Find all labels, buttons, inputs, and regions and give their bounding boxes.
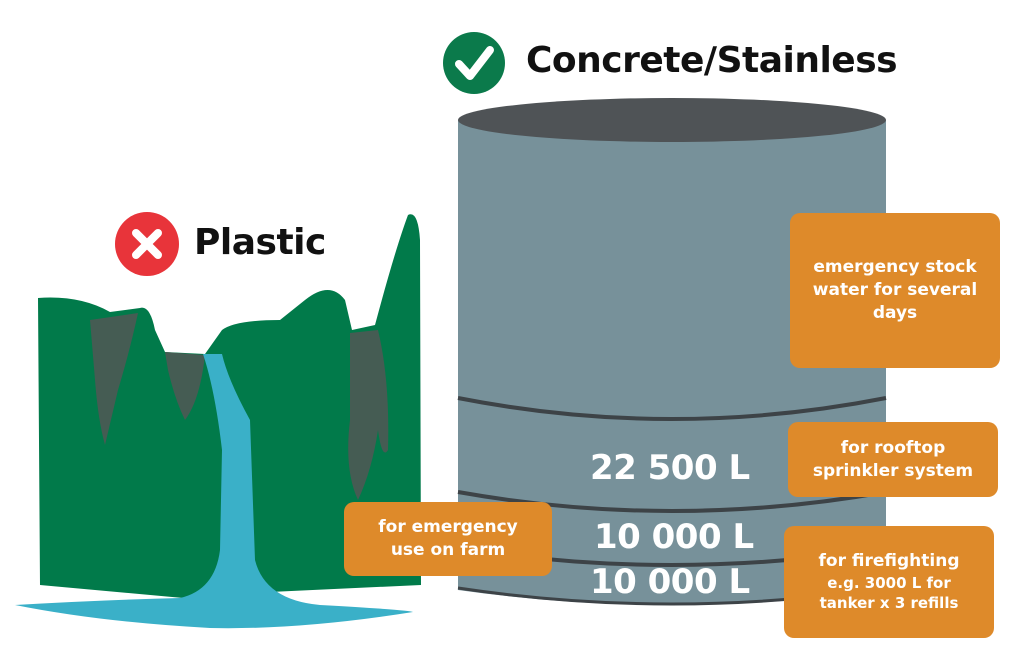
volume-10000-upper: 10 000 L — [594, 517, 754, 557]
label-line: tanker x 3 refills — [819, 594, 959, 613]
concrete-tank — [457, 98, 887, 606]
concrete-stainless-heading: Concrete/Stainless — [526, 40, 898, 81]
volume-22500: 22 500 L — [590, 448, 750, 488]
plastic-heading: Plastic — [194, 222, 326, 263]
label-farm-use: for emergency use on farm — [344, 502, 552, 576]
label-firefighting: for firefighting e.g. 3000 L for tanker … — [784, 526, 994, 638]
label-line: water for several — [812, 280, 978, 301]
label-line: for firefighting — [818, 551, 960, 572]
label-line: sprinkler system — [812, 460, 974, 481]
x-circle-icon — [115, 212, 179, 276]
label-emergency-stock: emergency stock water for several days — [790, 213, 1000, 368]
label-rooftop-sprinkler: for rooftop sprinkler system — [788, 422, 998, 497]
label-line: days — [872, 302, 918, 323]
label-line: emergency stock — [813, 257, 977, 278]
label-line: for emergency — [378, 517, 518, 538]
label-line: use on farm — [390, 540, 506, 560]
label-line: for rooftop — [840, 437, 946, 458]
label-line: e.g. 3000 L for — [827, 574, 951, 593]
melted-plastic-tank — [15, 214, 421, 629]
volume-10000-lower: 10 000 L — [590, 562, 750, 602]
check-circle-icon — [443, 32, 505, 94]
